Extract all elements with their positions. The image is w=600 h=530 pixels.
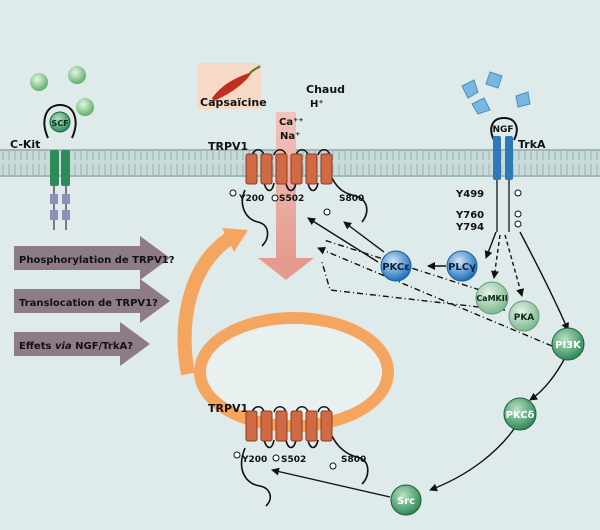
effets-prefix: Effets [19, 341, 55, 352]
chaud-label: Chaud [306, 83, 345, 96]
translocation-arrow [177, 228, 248, 376]
pkcd-node [503, 397, 537, 431]
s800-top-label: S800 [339, 194, 364, 204]
effets-via: via [55, 341, 72, 352]
effets-suffix: NGF/TrkA? [72, 341, 134, 352]
pka-label: PKA [514, 313, 535, 323]
plcg-label: PLCγ [448, 262, 476, 273]
trka-label: TrkA [518, 138, 546, 151]
question-arrow-phospho [14, 236, 170, 280]
ckit-label: C-Kit [10, 138, 40, 151]
question-arrow-effets [14, 322, 150, 366]
pka-node [508, 300, 540, 332]
camkii-node [475, 281, 509, 315]
pkce-node [380, 250, 412, 282]
trka-receptor [490, 116, 522, 232]
pi3k-label: PI3K [555, 340, 582, 351]
scf-ligands [30, 66, 94, 116]
phospho-text: Phosphorylation de TRPV1? [19, 255, 175, 266]
src-label: Src [397, 496, 415, 507]
effets-text: Effets via NGF/TrkA? [19, 341, 133, 352]
y200-top-label: Y200 [238, 194, 264, 204]
trpv1-top-label: TRPV1 [208, 140, 248, 153]
y200-bottom-label: Y200 [241, 455, 267, 465]
trpv1-channel-top [229, 148, 368, 247]
y499-label: Y499 [455, 189, 484, 200]
trpv1-bottom-label: TRPV1 [208, 402, 248, 415]
transloc-text: Translocation de TRPV1? [19, 298, 158, 309]
proton-label: H⁺ [310, 99, 324, 110]
pi3k-node [551, 327, 585, 361]
sodium-label: Na⁺ [280, 131, 300, 142]
capsaicine-label: Capsaïcine [200, 96, 267, 109]
ngf-label: NGF [492, 125, 513, 135]
ngf-ligands [461, 71, 531, 115]
camkii-label: CaMKII [476, 294, 507, 303]
capsaicin-pepper [197, 63, 261, 109]
ckit-receptor [43, 103, 77, 230]
trpv1-channel-bottom [233, 405, 369, 507]
s800-bottom-label: S800 [341, 455, 366, 465]
scf-label: SCF [51, 119, 68, 128]
calcium-label: Ca⁺⁺ [279, 117, 304, 128]
pkcd-label: PKCδ [506, 410, 535, 421]
y760-label: Y760 [455, 210, 484, 221]
src-node [390, 484, 422, 516]
pkce-label: PKCε [382, 262, 410, 273]
question-arrow-transloc [14, 279, 170, 323]
s502-bottom-label: S502 [281, 455, 306, 465]
plcg-node [446, 250, 478, 282]
s502-top-label: S502 [279, 194, 304, 204]
y794-label: Y794 [455, 222, 484, 233]
